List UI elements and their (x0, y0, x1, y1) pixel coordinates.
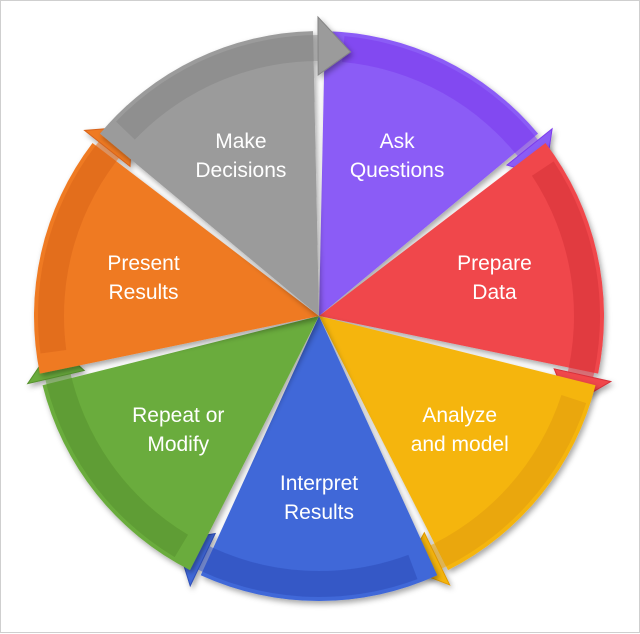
arrow-band-make-decisions (116, 35, 328, 140)
wedge-analyze-and-model (319, 316, 596, 571)
label-line1: Ask (380, 130, 416, 153)
label-analyze-and-model: Analyze and model (411, 404, 509, 456)
label-line1: Make (215, 130, 266, 153)
label-line1: Prepare (457, 252, 532, 275)
label-line1: Analyze (422, 404, 497, 427)
label-line2: Questions (350, 159, 445, 182)
label-line1: Present (107, 252, 180, 275)
label-line1: Repeat or (132, 404, 224, 427)
wedge-present-results (33, 143, 319, 374)
label-repeat-or-modify: Repeat or Modify (132, 404, 224, 456)
arrow-band-prepare-data (531, 161, 600, 388)
arrow-band-analyze-and-model (422, 395, 587, 573)
arrow-band-present-results (38, 133, 125, 354)
wedge-interpret-results (200, 316, 438, 602)
wedge-prepare-data (319, 143, 604, 374)
label-line2: Modify (147, 433, 209, 456)
arrow-band-ask-questions (342, 36, 545, 164)
arrow-band-repeat-or-modify (43, 364, 188, 558)
label-line2: Data (472, 281, 517, 304)
label-line2: Results (284, 501, 354, 524)
segment-make-decisions (99, 15, 352, 317)
label-line2: and model (411, 433, 509, 456)
arrow-band-interpret-results (189, 542, 418, 598)
label-line2: Decisions (195, 159, 286, 182)
arrow-head-make-decisions (317, 15, 352, 76)
wedge-repeat-or-modify (42, 316, 320, 571)
label-line2: Results (108, 281, 178, 304)
label-line1: Interpret (280, 472, 358, 495)
